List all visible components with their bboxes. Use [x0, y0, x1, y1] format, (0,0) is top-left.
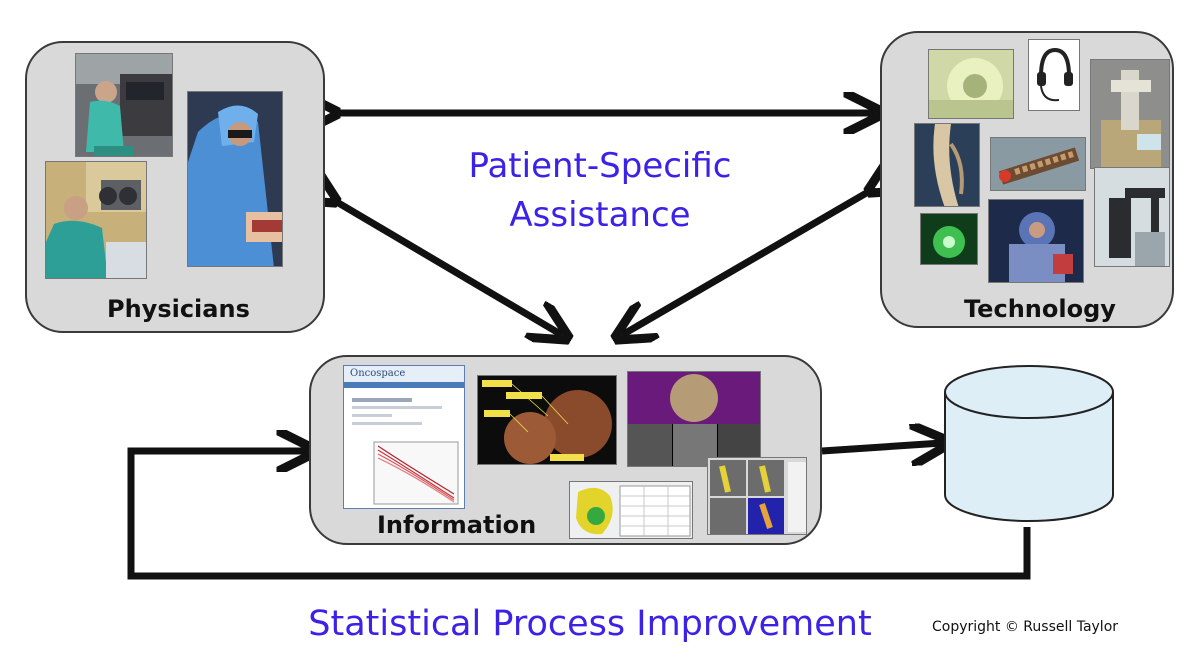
physicians-label: Physicians — [107, 295, 250, 323]
technology-label: Technology — [964, 295, 1116, 323]
oncospace-title: Oncospace — [350, 368, 406, 379]
information-label: Information — [377, 511, 537, 539]
oncospace-screen: Oncospace — [343, 365, 465, 509]
database-cylinder — [944, 365, 1114, 522]
statistical-process-improvement-title: Statistical Process Improvement — [308, 604, 872, 644]
gowned-surgeon-photo — [187, 91, 283, 267]
microsurgery-photo — [45, 161, 147, 279]
patient-specific-assistance-title: Patient-Specific Assistance — [420, 142, 780, 240]
snake-robot-photo — [990, 137, 1086, 191]
surgeon-console-photo — [75, 53, 173, 157]
headline-line-1: Patient-Specific — [468, 146, 732, 186]
information-box: Oncospace — [309, 355, 822, 545]
ct-scanner-photo — [928, 49, 1014, 119]
headline-line-2: Assistance — [509, 195, 691, 235]
surgical-robot-photo — [1094, 167, 1170, 267]
physicians-box: Physicians — [25, 41, 325, 333]
tumor-model-screen — [569, 481, 693, 539]
operating-room-photo — [988, 199, 1084, 283]
endoscopy-screen — [627, 371, 761, 467]
information-database-arrow — [821, 443, 942, 451]
laser-photo — [920, 213, 978, 265]
bone-photo — [914, 123, 980, 207]
copyright-note: Copyright © Russell Taylor — [932, 619, 1119, 635]
physicians-information-arrow — [330, 198, 562, 335]
feedback-loop-arrow — [127, 451, 1031, 580]
robot-arm-photo — [1090, 59, 1170, 169]
segmentation-screen — [707, 457, 807, 535]
headset-photo — [1028, 39, 1080, 111]
ct-annotation-screen — [477, 375, 617, 465]
technology-information-arrow — [622, 188, 875, 335]
technology-box: Technology — [880, 31, 1174, 328]
